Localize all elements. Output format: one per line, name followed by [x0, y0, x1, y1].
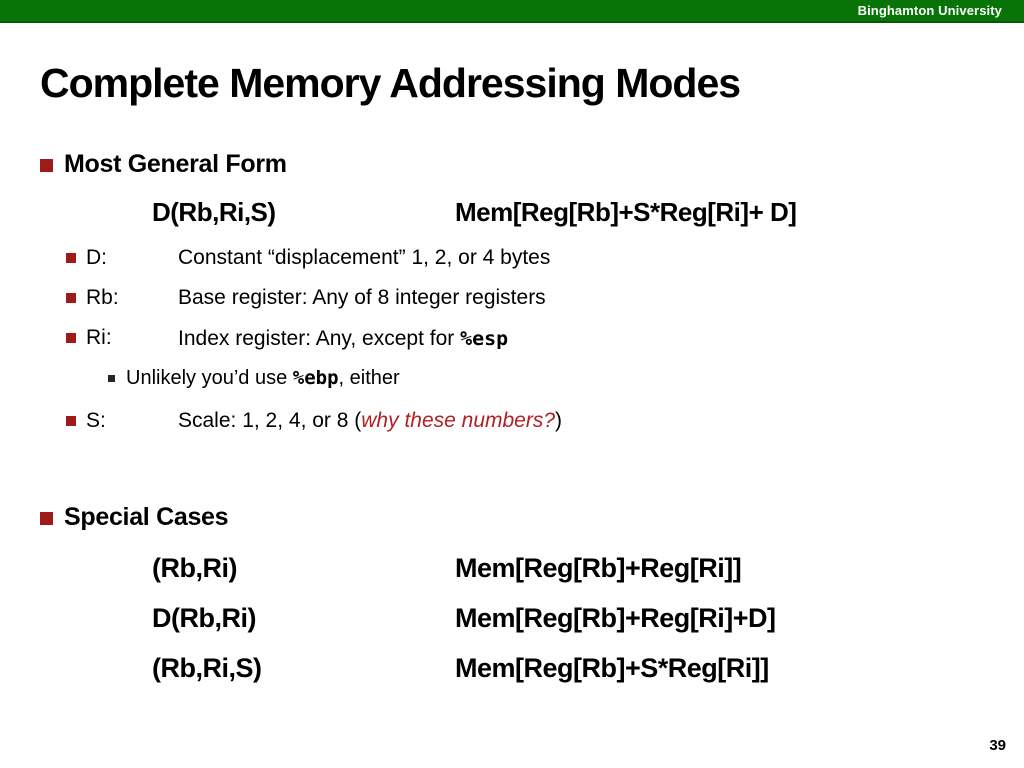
section-heading-label: Most General Form [64, 150, 287, 178]
addressing-form: (Rb,Ri) [152, 553, 237, 583]
page-number: 39 [989, 737, 1006, 754]
item-desc: Index register: Any, except for %esp [178, 326, 508, 351]
register-name-esp: %esp [460, 326, 509, 350]
sub-bullet-square-icon [66, 253, 76, 263]
item-term: Ri: [86, 326, 112, 349]
why-these-numbers-note: why these numbers? [361, 409, 556, 432]
note-prefix: Unlikely you’d use [126, 367, 293, 389]
note-bullet-square-icon [108, 375, 115, 382]
addressing-form: (Rb,Ri,S) [152, 653, 262, 683]
university-name: Binghamton University [857, 3, 1002, 18]
addressing-meaning: Mem[Reg[Rb]+Reg[Ri]] [455, 553, 742, 583]
note-text: Unlikely you’d use %ebp, either [126, 367, 400, 390]
register-name-ebp: %ebp [292, 367, 339, 389]
sub-bullet-square-icon [66, 333, 76, 343]
item-term: Rb: [86, 286, 119, 309]
addressing-form: D(Rb,Ri) [152, 603, 256, 633]
item-desc-text: Index register: Any, except for [178, 327, 461, 350]
header-bar: Binghamton University [0, 0, 1024, 23]
sub-bullet-square-icon [66, 293, 76, 303]
page-title: Complete Memory Addressing Modes [40, 60, 741, 106]
note-suffix: , either [338, 367, 400, 389]
bullet-square-icon [40, 159, 53, 172]
sub-bullet-square-icon [66, 416, 76, 426]
item-term: D: [86, 246, 107, 269]
item-desc: Constant “displacement” 1, 2, or 4 bytes [178, 246, 551, 269]
addressing-meaning: Mem[Reg[Rb]+Reg[Ri]+D] [455, 603, 776, 633]
bullet-square-icon [40, 512, 53, 525]
item-term: S: [86, 409, 106, 432]
section-heading-label: Special Cases [64, 503, 229, 531]
section-heading-general: Most General Form [40, 150, 287, 179]
addressing-form: D(Rb,Ri,S) [152, 197, 276, 227]
item-desc-suffix: ) [555, 409, 563, 432]
item-desc-text: Scale: 1, 2, 4, or 8 ( [178, 409, 362, 432]
addressing-meaning: Mem[Reg[Rb]+S*Reg[Ri]+ D] [455, 197, 797, 227]
item-desc: Base register: Any of 8 integer register… [178, 286, 546, 309]
addressing-meaning: Mem[Reg[Rb]+S*Reg[Ri]] [455, 653, 769, 683]
item-desc: Scale: 1, 2, 4, or 8 (why these numbers?… [178, 409, 562, 433]
section-heading-special: Special Cases [40, 503, 229, 532]
